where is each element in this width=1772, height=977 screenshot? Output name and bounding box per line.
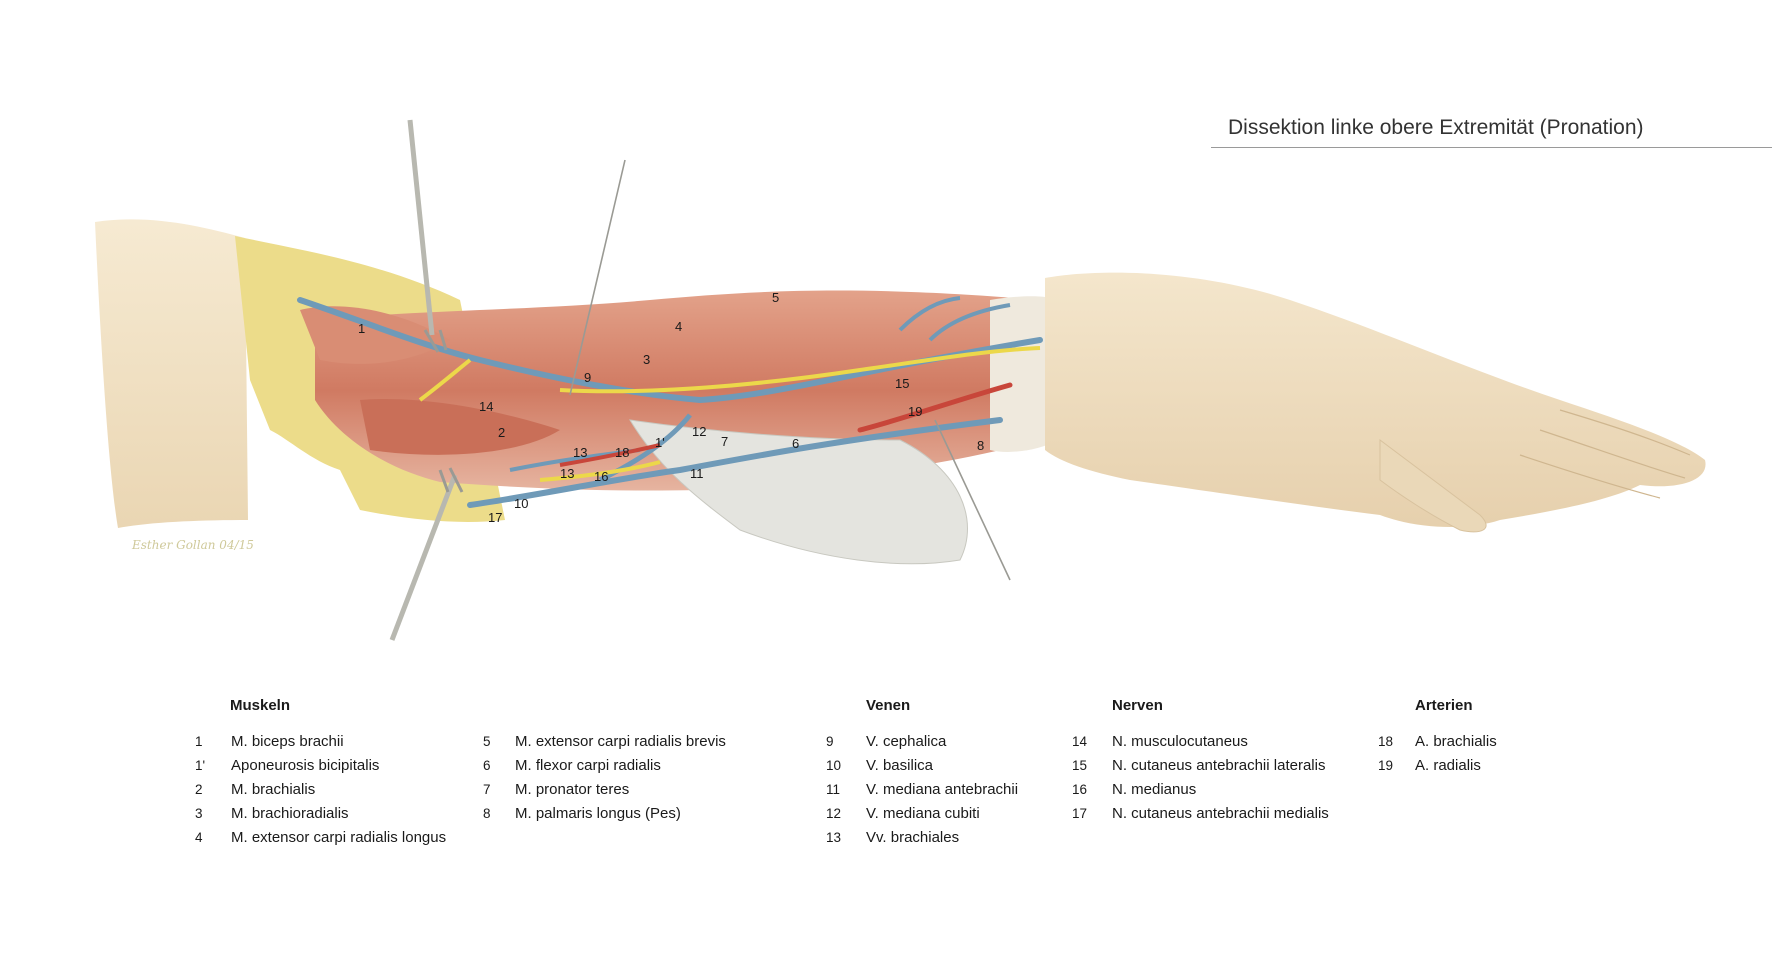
brachialis-muscle — [360, 399, 560, 455]
legend-num: 12 — [826, 806, 842, 821]
legend-num: 1' — [195, 758, 206, 773]
legend-num: 18 — [1378, 734, 1394, 749]
structure-label: 4 — [675, 319, 682, 334]
legend-term: V. cephalica — [866, 733, 947, 750]
legend-term: N. medianus — [1112, 781, 1197, 798]
artery-brachialis — [559, 443, 661, 467]
vein-branches-wrist — [898, 296, 1011, 342]
legend-term: A. brachialis — [1415, 733, 1497, 750]
structure-label: 11 — [690, 466, 704, 481]
biceps-muscle — [300, 306, 450, 364]
legend-term: M. extensor carpi radialis brevis — [515, 733, 726, 750]
structure-label: 13 — [573, 445, 587, 460]
legend-term: N. cutaneus antebrachii lateralis — [1112, 757, 1326, 774]
legend-num: 3 — [195, 806, 203, 821]
label-layer: 1 1' 2 3 4 5 6 7 8 9 10 11 12 13 13 14 15 16 17 18 19 — [358, 290, 984, 525]
finger-lines — [1519, 409, 1691, 499]
legend-num: 19 — [1378, 758, 1394, 773]
structure-label: 14 — [479, 399, 493, 414]
legend-num: 4 — [195, 830, 203, 845]
legend-term: M. biceps brachii — [231, 733, 344, 750]
structure-label: 18 — [615, 445, 629, 460]
nerve-cutaneus-lateralis — [559, 346, 1041, 394]
structure-label: 7 — [721, 434, 728, 449]
legend-num: 10 — [826, 758, 842, 773]
legend-term: V. mediana cubiti — [866, 805, 980, 822]
structure-label: 1 — [358, 321, 365, 336]
fascia-flap — [629, 419, 968, 565]
legend-num: 17 — [1072, 806, 1088, 821]
legend-term: M. brachioradialis — [231, 805, 349, 822]
structure-label: 15 — [895, 376, 909, 391]
legend-heading-arterien: Arterien — [1415, 697, 1473, 714]
legend-term: N. cutaneus antebrachii medialis — [1112, 805, 1329, 822]
structure-label: 8 — [977, 438, 984, 453]
hand — [1045, 272, 1706, 527]
nerve-medianus — [539, 460, 661, 482]
legend-num: 13 — [826, 830, 842, 845]
structure-label: 1' — [655, 435, 665, 450]
structure-label: 3 — [643, 352, 650, 367]
legend-num: 11 — [826, 782, 841, 797]
legend-heading-venen: Venen — [866, 697, 911, 714]
legend-num: 8 — [483, 806, 491, 821]
retractor-top — [407, 119, 435, 336]
legend-term: N. musculocutaneus — [1112, 733, 1248, 750]
legend-term: M. extensor carpi radialis longus — [231, 829, 447, 846]
structure-label: 10 — [514, 496, 528, 511]
legend-num: 5 — [483, 734, 491, 749]
legend-term: Aponeurosis bicipitalis — [231, 757, 380, 774]
legend-term: V. basilica — [866, 757, 933, 774]
legend-term: M. pronator teres — [515, 781, 630, 798]
legend-term: M. brachialis — [231, 781, 316, 798]
legend-num: 7 — [483, 782, 491, 797]
artery-radialis — [857, 382, 1013, 433]
structure-label: 13 — [560, 466, 574, 481]
figure-title: Dissektion linke obere Extremität (Prona… — [1228, 116, 1644, 139]
legend-num: 9 — [826, 734, 834, 749]
legend-term: Vv. brachiales — [866, 829, 960, 846]
legend-heading-muskeln: Muskeln — [230, 697, 291, 714]
legend-num: 2 — [195, 782, 203, 797]
legend-term: A. radialis — [1415, 757, 1481, 774]
structure-label: 12 — [692, 424, 706, 439]
legend-num: 15 — [1072, 758, 1088, 773]
thumb — [1379, 439, 1487, 533]
structure-label: 6 — [792, 436, 799, 451]
probe-top — [569, 159, 626, 396]
legend-term: M. flexor carpi radialis — [515, 757, 661, 774]
probe-bottom — [934, 419, 1011, 581]
structure-label: 5 — [772, 290, 779, 305]
wrist-fascia — [990, 296, 1060, 452]
nerve-musculocutaneus — [418, 358, 472, 402]
legend-term: M. palmaris longus (Pes) — [515, 805, 681, 822]
retractor-top-tip — [423, 329, 448, 353]
upper-arm-skin — [95, 219, 248, 529]
artist-signature: Esther Gollan 04/15 — [131, 538, 254, 552]
retractor-bottom-tip — [438, 467, 464, 493]
legend-heading-nerven: Nerven — [1112, 697, 1163, 714]
retractor-bottom — [389, 474, 458, 641]
legend-num: 6 — [483, 758, 491, 773]
title-rule — [1211, 147, 1772, 148]
structure-label: 19 — [908, 404, 922, 419]
structure-label: 9 — [584, 370, 591, 385]
legend-num: 16 — [1072, 782, 1088, 797]
structure-label: 2 — [498, 425, 505, 440]
legend-num: 14 — [1072, 734, 1088, 749]
legend-num: 1 — [195, 734, 203, 749]
legend-term: V. mediana antebrachii — [866, 781, 1019, 798]
vein-basilica — [467, 417, 1003, 508]
structure-label: 16 — [594, 469, 608, 484]
structure-label: 17 — [488, 510, 502, 525]
